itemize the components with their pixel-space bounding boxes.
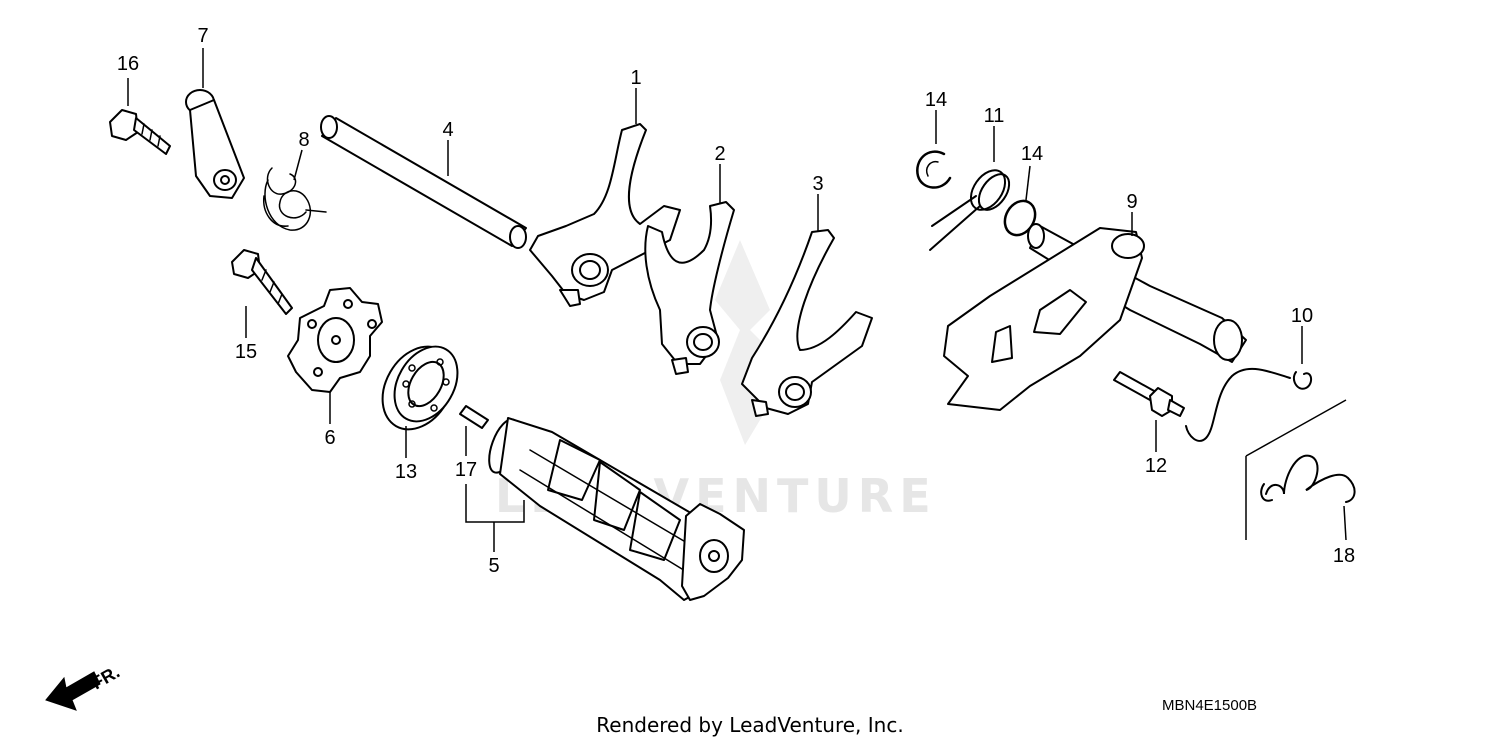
part-8-spring[interactable]	[263, 167, 327, 231]
callout-13: 13	[395, 461, 417, 483]
callout-17: 17	[455, 459, 477, 481]
callout-10: 10	[1291, 305, 1313, 327]
callout-11: 11	[984, 105, 1005, 127]
callout-12: 12	[1145, 455, 1167, 477]
part-5-shift-drum[interactable]	[483, 416, 745, 601]
rendered-by-footer: Rendered by LeadVenture, Inc.	[596, 713, 904, 737]
callout-3: 3	[812, 173, 823, 195]
part-1-shift-fork[interactable]	[529, 123, 681, 307]
callout-1: 1	[630, 67, 641, 89]
part-16-bolt[interactable]	[109, 109, 171, 155]
part-18-spring[interactable]	[1245, 399, 1356, 540]
part-13-bearing[interactable]	[368, 334, 470, 442]
part-2-shift-fork[interactable]	[644, 201, 735, 375]
part-15-bolt[interactable]	[231, 249, 293, 315]
leader-lines	[127, 48, 1347, 552]
part-3-shift-fork[interactable]	[741, 229, 873, 417]
callout-14-b: 14	[1021, 143, 1043, 165]
part-4-shaft[interactable]	[320, 115, 527, 249]
part-17-pin[interactable]	[459, 405, 489, 429]
callout-15: 15	[235, 341, 257, 363]
callout-5: 5	[488, 555, 499, 577]
front-label: FR.	[88, 662, 123, 694]
part-7-stopper-arm[interactable]	[185, 89, 245, 199]
part-6-drum-plate[interactable]	[287, 287, 383, 393]
callout-2: 2	[714, 143, 725, 165]
callout-9: 9	[1126, 191, 1137, 213]
part-11-spring[interactable]	[929, 164, 1015, 251]
part-9-gearshift-spindle[interactable]	[943, 223, 1247, 411]
part-14-circlip-a[interactable]	[916, 150, 952, 189]
callout-18: 18	[1333, 545, 1355, 567]
part-12-bolt[interactable]	[1113, 371, 1185, 417]
callout-labels: 16 7 8 4 1 2 3 14 11 14 9 10 12 18 6 13 …	[117, 25, 1355, 577]
part-10-spring[interactable]	[1185, 367, 1312, 442]
callout-6: 6	[324, 427, 335, 449]
diagram-code: MBN4E1500B	[1162, 697, 1258, 714]
callout-7: 7	[197, 25, 208, 47]
callout-8: 8	[298, 129, 309, 151]
callout-4: 4	[442, 119, 453, 141]
callout-14-a: 14	[925, 89, 947, 111]
front-direction-arrow: FR.	[45, 662, 123, 711]
callout-16: 16	[117, 53, 139, 75]
